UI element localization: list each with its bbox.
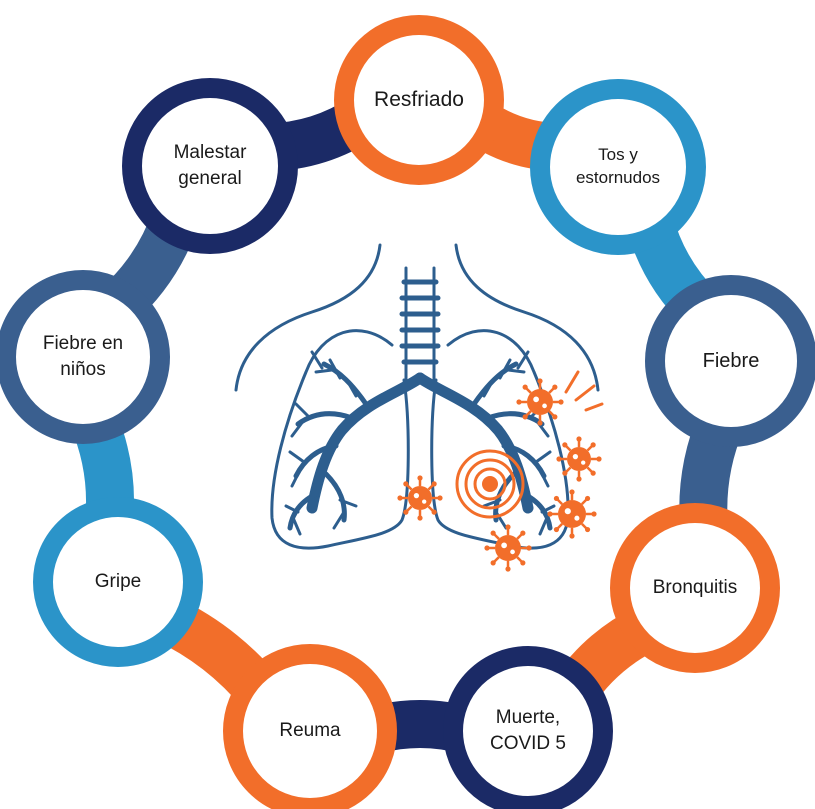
node-muerte: Muerte, COVID 5 [463,666,593,796]
ring-tos [530,79,706,255]
cycle-rings [0,15,815,809]
virus-icon [397,475,443,521]
node-label-line: general [178,168,242,189]
ring-malestar [122,78,298,254]
node-label-line: Bronquitis [652,577,738,599]
node-label-line: Fiebre [702,349,760,372]
node-label-line: niños [60,359,106,380]
virus-icons [397,378,602,572]
virus-icon [547,489,597,539]
lungs-with-virus-icon [234,243,604,572]
ring-muerte [443,646,613,809]
node-label-line: Resfriado [374,87,464,111]
node-tos: Tos y estornudos [550,99,686,235]
virus-icon [556,436,602,482]
node-label-line: Fiebre en [42,333,124,355]
ring-resfriado [334,15,504,185]
node-reuma: Reuma [243,664,377,798]
ring-gripe [33,497,203,667]
node-gripe: Gripe [53,517,183,647]
node-label-line: COVID 5 [489,733,567,754]
node-resfriado: Resfriado [354,35,484,165]
node-fiebre_ninos: Fiebre en niños [16,290,150,424]
node-label-line: Reuma [279,720,341,742]
ring-reuma [223,644,397,809]
node-label-line: Muerte, [495,707,561,729]
node-label-line: Tos y [598,145,638,165]
ring-fiebre [645,275,815,447]
node-label-line: estornudos [575,168,661,187]
node-label-line: Gripe [94,571,142,593]
node-bronquitis: Bronquitis [630,523,760,653]
virus-icon [516,378,564,426]
node-label-line: Malestar [173,142,247,164]
ring-fiebre_ninos [0,270,170,444]
ring-bronquitis [610,503,780,673]
node-fiebre: Fiebre [665,295,797,427]
node-malestar: Malestar general [142,98,278,234]
virus-icon [484,524,532,572]
